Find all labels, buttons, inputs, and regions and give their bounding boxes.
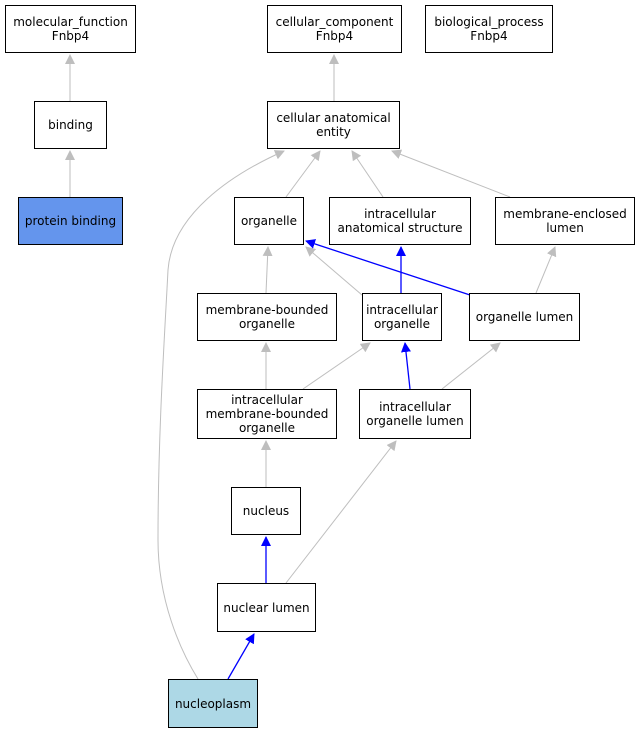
- edge-organelle-lumen-to-organelle: [305, 239, 471, 296]
- edge-intracellular-membrane-bounded-organelle-to-intracellular-organelle: [302, 342, 371, 390]
- node-label: membrane-enclosed lumen: [503, 207, 627, 235]
- edge-intracellular-organelle-lumen-to-organelle-lumen: [441, 342, 501, 390]
- node-label: cellular anatomical entity: [276, 111, 391, 139]
- node-label: nucleus: [242, 504, 290, 518]
- node-label: intracellular anatomical structure: [337, 207, 463, 235]
- node-cellular-anatomical-entity[interactable]: cellular anatomical entity: [267, 101, 400, 149]
- edge-membrane-bounded-organelle-to-organelle: [262, 246, 273, 294]
- edge-nuclear-lumen-to-intracellular-organelle-lumen: [285, 440, 397, 584]
- node-label: molecular_function Fnbp4: [13, 15, 128, 43]
- node-nucleus[interactable]: nucleus: [231, 487, 301, 535]
- node-membrane-bounded-organelle[interactable]: membrane-bounded organelle: [197, 293, 337, 341]
- node-label: organelle: [240, 214, 298, 228]
- node-label: organelle lumen: [475, 310, 574, 324]
- edge-organelle-to-cellular-anatomical-entity: [285, 150, 321, 198]
- node-label: binding: [48, 118, 93, 132]
- edge-organelle-lumen-to-membrane-enclosed-lumen: [535, 246, 557, 294]
- node-organelle-lumen[interactable]: organelle lumen: [469, 293, 580, 341]
- node-nucleoplasm[interactable]: nucleoplasm: [168, 679, 258, 728]
- node-molecular-function[interactable]: molecular_function Fnbp4: [5, 5, 136, 53]
- edge-intracellular-organelle-lumen-to-intracellular-organelle: [401, 342, 411, 390]
- edge-intracellular-organelle-to-organelle: [305, 246, 363, 296]
- node-label: membrane-bounded organelle: [205, 303, 329, 331]
- node-label: intracellular membrane-bounded organelle: [205, 393, 329, 435]
- node-organelle[interactable]: organelle: [234, 197, 304, 245]
- node-nuclear-lumen[interactable]: nuclear lumen: [217, 583, 316, 632]
- node-intracellular-organelle[interactable]: intracellular organelle: [362, 293, 442, 341]
- node-binding[interactable]: binding: [34, 101, 107, 149]
- node-label: cellular_component Fnbp4: [275, 15, 394, 43]
- node-label: intracellular organelle lumen: [366, 400, 464, 428]
- node-intracellular-anatomical-structure[interactable]: intracellular anatomical structure: [329, 197, 471, 245]
- edge-nucleoplasm-to-cellular-anatomical-entity: [157, 150, 285, 680]
- node-label: nucleoplasm: [174, 696, 252, 711]
- node-membrane-enclosed-lumen[interactable]: membrane-enclosed lumen: [495, 197, 635, 245]
- node-label: intracellular organelle: [366, 303, 438, 331]
- node-label: nuclear lumen: [223, 600, 310, 615]
- edge-intracellular-anatomical-structure-to-cellular-anatomical-entity: [351, 150, 384, 198]
- node-biological-process[interactable]: biological_process Fnbp4: [425, 5, 553, 53]
- node-cellular-component[interactable]: cellular_component Fnbp4: [267, 5, 402, 53]
- node-intracellular-organelle-lumen[interactable]: intracellular organelle lumen: [359, 389, 471, 439]
- node-label: biological_process Fnbp4: [434, 15, 544, 43]
- edge-membrane-enclosed-lumen-to-cellular-anatomical-entity: [391, 149, 511, 198]
- node-label: protein binding: [24, 214, 117, 228]
- node-intracellular-membrane-bounded-organelle[interactable]: intracellular membrane-bounded organelle: [197, 389, 337, 439]
- node-protein-binding[interactable]: protein binding: [18, 197, 123, 245]
- edge-nucleoplasm-to-nuclear-lumen: [227, 633, 255, 680]
